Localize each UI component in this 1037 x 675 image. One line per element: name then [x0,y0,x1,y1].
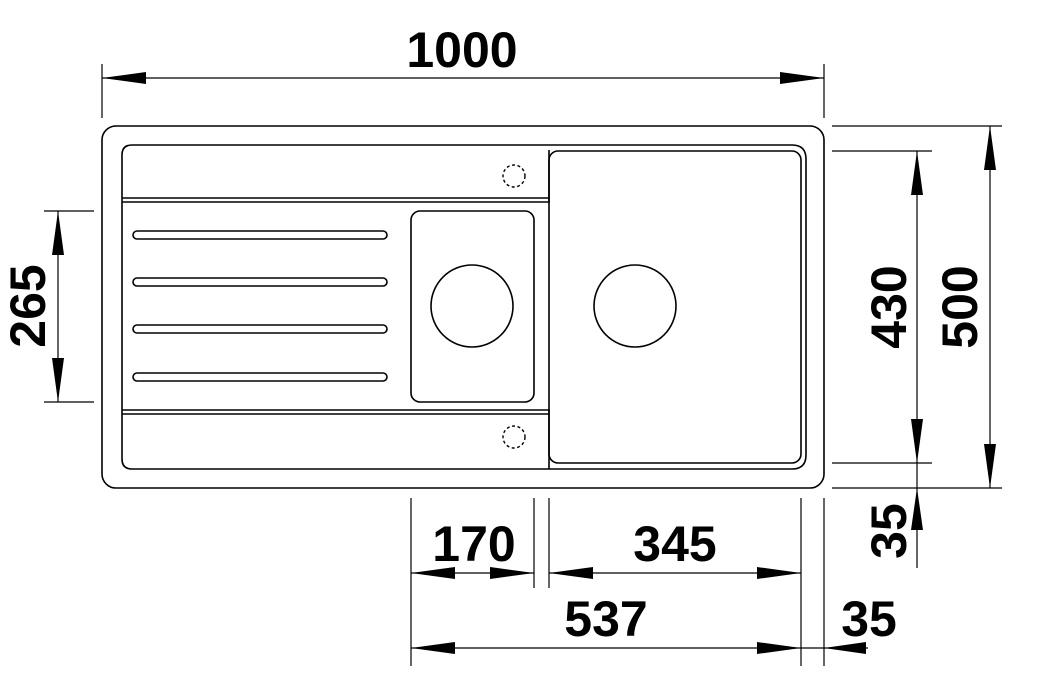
drainer-groove [132,324,388,334]
small-bowl [410,210,535,403]
dimension-drainer-depth: 265 [0,210,94,403]
small-bowl-waste [430,264,514,348]
dimension-overall-width: 1000 [101,22,825,118]
overall-width-label: 1000 [406,22,517,78]
front-rim-label: 35 [861,503,917,559]
tap-hole-marker [502,425,526,449]
tap-hole-marker [502,164,526,188]
right-rim-label: 35 [841,591,897,647]
dimension-bowl-depth: 430 [832,150,932,464]
sink-outline [101,125,825,489]
small-bowl-width-label: 170 [432,516,515,572]
dimension-right-rim: 35 [801,498,897,666]
main-bowl-waste [593,264,677,348]
dimension-bowls-total-width: 537 [411,591,801,654]
drainer-area [122,150,550,469]
drainer-groove [132,230,388,240]
main-bowl-width-label: 345 [633,516,716,572]
dimension-main-bowl-width: 345 [548,498,802,666]
drainer-depth-label: 265 [0,264,56,347]
main-bowl [548,150,802,464]
bowls-total-width-label: 537 [564,591,647,647]
drainer-groove [132,372,388,382]
drainer-groove [132,277,388,287]
dimension-front-rim: 35 [861,463,923,568]
bowl-depth-label: 430 [861,265,917,348]
overall-depth-label: 500 [932,265,988,348]
dimension-small-bowl-width: 170 [410,498,535,666]
